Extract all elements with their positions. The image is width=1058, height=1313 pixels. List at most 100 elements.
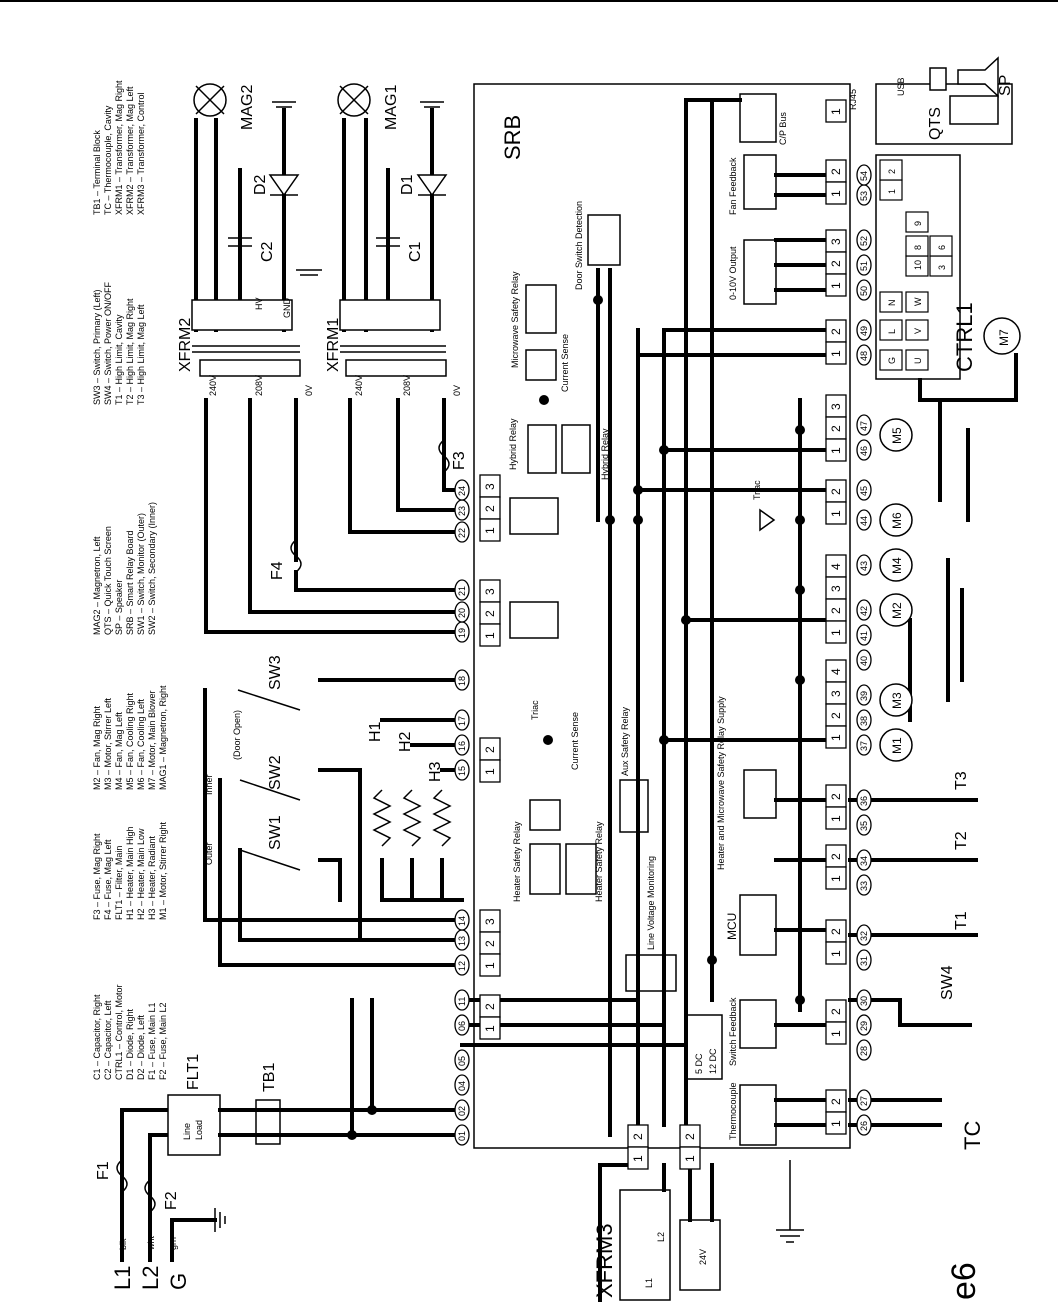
wire-number-tag-text: 29	[859, 1021, 869, 1031]
legend-item: SP – Speaker	[114, 580, 124, 635]
legend-item: H1 – Heater, Main High	[125, 826, 135, 920]
srb-bus-wiring	[460, 98, 832, 1152]
mains-l1-label: L1	[110, 1266, 135, 1290]
wire-number-tag-text: 27	[859, 1096, 869, 1106]
wire-number-tag: 33	[856, 874, 872, 896]
ctrl1-terminal: L	[879, 319, 903, 341]
thermocouple-label: Thermocouple	[728, 1082, 738, 1140]
switch-feedback-box	[739, 999, 777, 1049]
pin-number: 2	[829, 607, 843, 614]
legend-item: M1 – Motor, Stirrer Right	[158, 821, 168, 920]
terminal-markers: 0102040506111213141516171819202122232426…	[347, 99, 953, 1170]
ctrl1-terminal-label: 3	[937, 265, 947, 270]
wire-number-tag-text: 04	[457, 1081, 467, 1091]
ctrl1-terminal: 6	[929, 235, 953, 257]
flt1-load: Load	[194, 1120, 204, 1140]
xfrm1-primary	[345, 359, 447, 377]
xfrm3-tap-24v: 24V	[698, 1249, 708, 1265]
door-switches: SW3 SW2 SW1 (Door Open) Inner Outer	[203, 655, 464, 967]
wire-number-tag-text: 16	[457, 741, 467, 751]
wire-number-tag: 26	[856, 1114, 872, 1136]
pin-number: 1	[829, 875, 843, 882]
wire-number-tag: 38	[856, 709, 872, 731]
h1-element	[372, 789, 392, 847]
h1-label: H1	[367, 721, 384, 742]
d2-diode	[268, 174, 300, 197]
wire-number-tag: 24	[454, 479, 470, 501]
qts-label: QTS	[927, 107, 944, 140]
legend-item: FLT1 – Filter, Main	[114, 846, 124, 920]
xfrm3-secondary	[679, 1219, 721, 1291]
srb-title: SRB	[500, 115, 525, 160]
d2-label: D2	[252, 174, 269, 195]
legend-item: M4 – Fan, Mag Left	[114, 711, 124, 790]
sw1-label: SW1	[267, 815, 284, 850]
pin-number: 1	[829, 815, 843, 822]
m7-label: M7	[997, 329, 1011, 346]
motor-5: M5	[879, 418, 913, 452]
connector-header: 321	[479, 909, 501, 977]
wire-number-tag: 49	[856, 319, 872, 341]
legend: TB1 – Terminal Block TC – Thermocouple, …	[92, 80, 168, 1080]
tb1-block	[255, 1099, 281, 1145]
wire-number-tag-text: 33	[859, 881, 869, 891]
pin-number: 4	[829, 563, 843, 570]
h3-label: H3	[427, 761, 444, 782]
wire-number-tag-text: 46	[859, 446, 869, 456]
pin-number: 1	[829, 734, 843, 741]
xfrm2-tap-hv: HV	[254, 297, 264, 310]
wire-number-tag-text: 06	[457, 1021, 467, 1031]
wire-number-tag-text: 52	[859, 236, 869, 246]
wire-number-tag: 40	[856, 649, 872, 671]
mcu-box	[739, 894, 777, 956]
junction-dot	[795, 515, 805, 525]
pin-number: 1	[829, 190, 843, 197]
pin-number: 2	[631, 1133, 645, 1140]
wire-number-tag-text: 26	[859, 1121, 869, 1131]
connector-header: 321	[479, 579, 501, 647]
flt1-label: FLT1	[185, 1054, 202, 1090]
connector-header: 21	[679, 1124, 701, 1170]
t3-label: T3	[953, 771, 970, 790]
wire-number-tag: 47	[856, 414, 872, 436]
wire-grn: grn	[168, 1237, 178, 1250]
h3-element	[432, 789, 452, 847]
wire-number-tag-text: 14	[457, 916, 467, 926]
legend-item: M7 – Motor, Main Blower	[147, 690, 157, 790]
pin-number: 2	[829, 853, 843, 860]
legend-item: M2 – Fan, Mag Right	[92, 705, 102, 790]
ctrl1-terminal: V	[905, 319, 929, 341]
d1-diode	[416, 174, 448, 197]
microwave-safety-relay-box	[525, 284, 557, 334]
heater-safety-relay-1-box	[529, 843, 561, 895]
pin-number: 3	[829, 690, 843, 697]
ctrl1-terminal: 1	[879, 179, 903, 201]
pin-number: 2	[483, 505, 497, 512]
wire-number-tag-text: 38	[859, 716, 869, 726]
xfrm2-tap-208v: 208V	[254, 375, 264, 396]
heater-safety-relay-2-box	[565, 843, 597, 895]
pin-number: 3	[829, 585, 843, 592]
motor-label: M6	[890, 512, 904, 529]
legend-item: F1 – Fuse, Main L1	[147, 1002, 157, 1080]
output-0-10v-label: 0-10V Output	[728, 246, 738, 300]
xfrm2-tap-240v: 240V	[208, 375, 218, 396]
xfrm-primary-wiring: F4 F3	[204, 398, 468, 634]
f3-label: F3	[451, 451, 468, 470]
wire-number-tag: 36	[856, 789, 872, 811]
triac-right-symbol	[759, 508, 776, 532]
door-switch-detection-label: Door Switch Detection	[574, 201, 584, 290]
wire-number-tag: 50	[856, 279, 872, 301]
current-sense-bottom-box	[529, 799, 561, 831]
srb-board	[473, 83, 851, 1149]
mag1-assembly: MAG1 D1 C1 XFRM1 240V 208V 0V	[325, 83, 462, 396]
pin-number: 1	[829, 510, 843, 517]
legend-item: F3 – Fuse, Mag Right	[92, 833, 102, 920]
wire-number-tag: 18	[454, 669, 470, 691]
connector-header: 21	[825, 784, 847, 830]
hybrid-relay-1-box	[527, 424, 557, 474]
pin-number: 1	[829, 447, 843, 454]
connector-header: 21	[825, 844, 847, 890]
pin-number: 2	[683, 1133, 697, 1140]
wire-number-tag-text: 39	[859, 691, 869, 701]
